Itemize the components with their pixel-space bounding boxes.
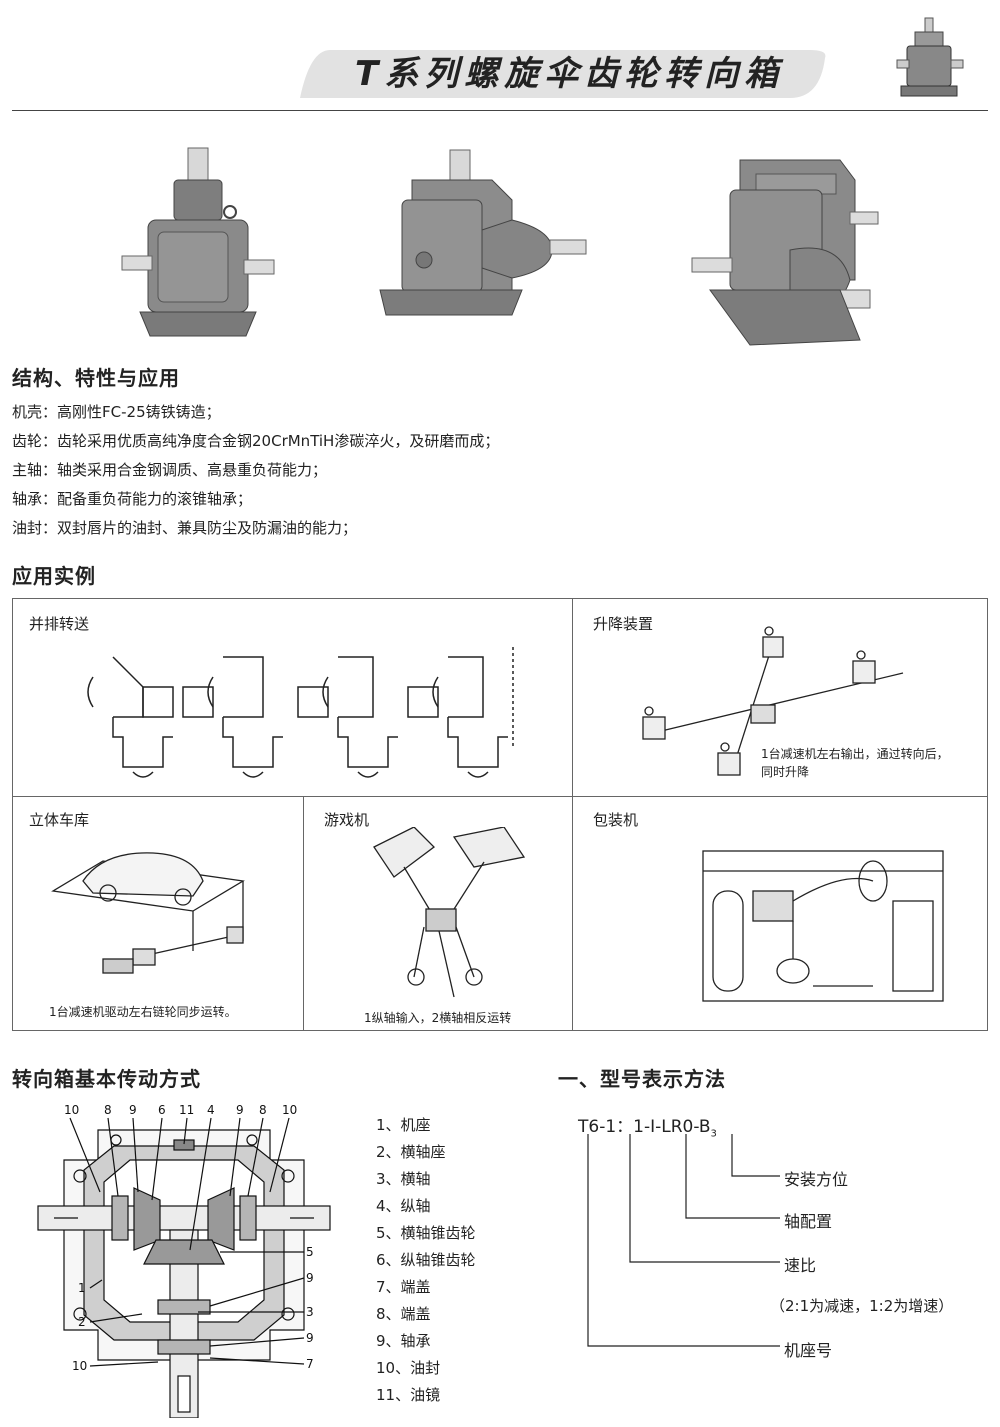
panel-title: 升降装置	[593, 615, 654, 633]
panel-title: 包装机	[593, 811, 639, 829]
spec-bearing: 轴承：配备重负荷能力的滚锥轴承；	[12, 488, 252, 509]
part-item: 10、油封	[376, 1359, 441, 1377]
callout-top: 11	[179, 1103, 194, 1117]
game-machine-diagram	[373, 827, 526, 998]
features-heading: 结构、特性与应用	[12, 366, 180, 390]
panel-title: 游戏机	[324, 811, 370, 829]
examples-heading: 应用实例	[12, 564, 96, 588]
label-shaft: 轴配置	[784, 1212, 833, 1231]
title-banner	[300, 50, 826, 98]
spec-key: 油封：	[12, 519, 58, 537]
lifting-diagram	[642, 626, 904, 776]
callout-top: 10	[282, 1103, 297, 1117]
label-mount: 安装方位	[784, 1170, 849, 1189]
spec-text: 配备重负荷能力的滚锥轴承；	[57, 490, 253, 508]
callout-right: 9	[306, 1331, 314, 1345]
label-frame: 机座号	[784, 1341, 833, 1360]
spec-gear: 齿轮：齿轮采用优质高纯净度合金钢20CrMnTiH渗碳淬火，及研磨而成；	[12, 430, 499, 451]
gearbox-photo-3	[691, 159, 879, 346]
spec-text: 高刚性FC-25铸铁铸造；	[57, 403, 221, 421]
panel-title: 并排转送	[29, 615, 90, 633]
spec-text: 轴类采用合金钢调质、高悬重负荷能力；	[57, 461, 328, 479]
parking-diagram	[51, 852, 245, 974]
gearbox-cross-section-diagram: 10 8 9 6 11 4 9 8 10 5 9 3 9 7 1 2 10	[37, 1103, 331, 1418]
spec-seal: 油封：双封唇片的油封、兼具防尘及防漏油的能力；	[12, 517, 357, 538]
spec-key: 轴承：	[12, 490, 58, 508]
model-code-sub: 3	[710, 1128, 717, 1140]
panel-title: 立体车库	[29, 811, 90, 829]
panel-lifting: 升降装置 1台减速机左右输出，通过转向后， 同时升降	[572, 598, 988, 797]
part-item: 6、纵轴锥齿轮	[376, 1251, 476, 1269]
gearbox-photo-1	[121, 147, 275, 337]
part-item: 1、机座	[376, 1116, 431, 1134]
part-item: 4、纵轴	[376, 1197, 431, 1215]
panel-game-machine: 游戏机 1纵轴输入，2横轴相反运转	[303, 796, 573, 1031]
callout-top: 9	[129, 1103, 137, 1117]
spec-shaft: 主轴：轴类采用合金钢调质、高悬重负荷能力；	[12, 459, 327, 480]
panel-parking: 立体车库 1台减速机驱动左右链轮同步运转。	[12, 796, 304, 1031]
page-title: T系列螺旋伞齿轮转向箱	[355, 54, 785, 94]
callout-top: 4	[207, 1103, 215, 1117]
caption-line2: 同时升降	[761, 765, 810, 779]
part-item: 5、横轴锥齿轮	[376, 1224, 476, 1242]
spec-key: 主轴：	[12, 461, 58, 479]
drive-heading: 转向箱基本传动方式	[12, 1067, 201, 1091]
callout-right: 7	[306, 1357, 314, 1371]
side-by-side-diagram	[87, 647, 514, 778]
callout-left: 2	[78, 1315, 86, 1329]
callout-right: 3	[306, 1305, 314, 1319]
callout-top: 8	[104, 1103, 112, 1117]
spec-key: 齿轮：	[12, 432, 58, 450]
part-item: 2、横轴座	[376, 1143, 446, 1161]
packaging-diagram	[702, 850, 944, 1002]
callout-left: 1	[78, 1281, 86, 1295]
caption-line1: 1台减速机左右输出，通过转向后，	[761, 747, 949, 761]
callout-top: 6	[158, 1103, 166, 1117]
part-item: 9、轴承	[376, 1332, 431, 1350]
spec-text: 双封唇片的油封、兼具防尘及防漏油的能力；	[57, 519, 358, 537]
caption: 1台减速机驱动左右链轮同步运转。	[49, 1005, 237, 1019]
part-item: 7、端盖	[376, 1278, 431, 1296]
model-code: T6-1：1-I-LR0-B3	[578, 1112, 717, 1139]
caption: 1纵轴输入，2横轴相反运转	[364, 1011, 512, 1025]
part-item: 8、端盖	[376, 1305, 431, 1323]
callout-top: 9	[236, 1103, 244, 1117]
model-leader-lines	[587, 1134, 780, 1347]
callout-right: 5	[306, 1245, 314, 1259]
gearbox-icon	[896, 17, 964, 97]
spec-text: 齿轮采用优质高纯净度合金钢20CrMnTiH渗碳淬火，及研磨而成；	[57, 432, 500, 450]
model-heading: 一、型号表示方法	[558, 1067, 726, 1091]
model-code-text: T6-1：1-I-LR0-B	[578, 1117, 711, 1137]
label-ratio: 速比	[784, 1256, 817, 1275]
label-ratio-note: （2:1为减速，1:2为增速）	[770, 1297, 954, 1315]
callout-top: 10	[64, 1103, 79, 1117]
panel-side-by-side: 并排转送	[12, 598, 573, 797]
header-rule	[12, 110, 988, 111]
spec-housing: 机壳：高刚性FC-25铸铁铸造；	[12, 401, 221, 422]
part-item: 3、横轴	[376, 1170, 431, 1188]
callout-top: 8	[259, 1103, 267, 1117]
callout-right: 9	[306, 1271, 314, 1285]
gearbox-photo-2	[379, 149, 587, 316]
callout-left: 10	[72, 1359, 87, 1373]
part-item: 11、油镜	[376, 1386, 441, 1404]
spec-key: 机壳：	[12, 403, 58, 421]
panel-packaging: 包装机	[572, 796, 988, 1031]
